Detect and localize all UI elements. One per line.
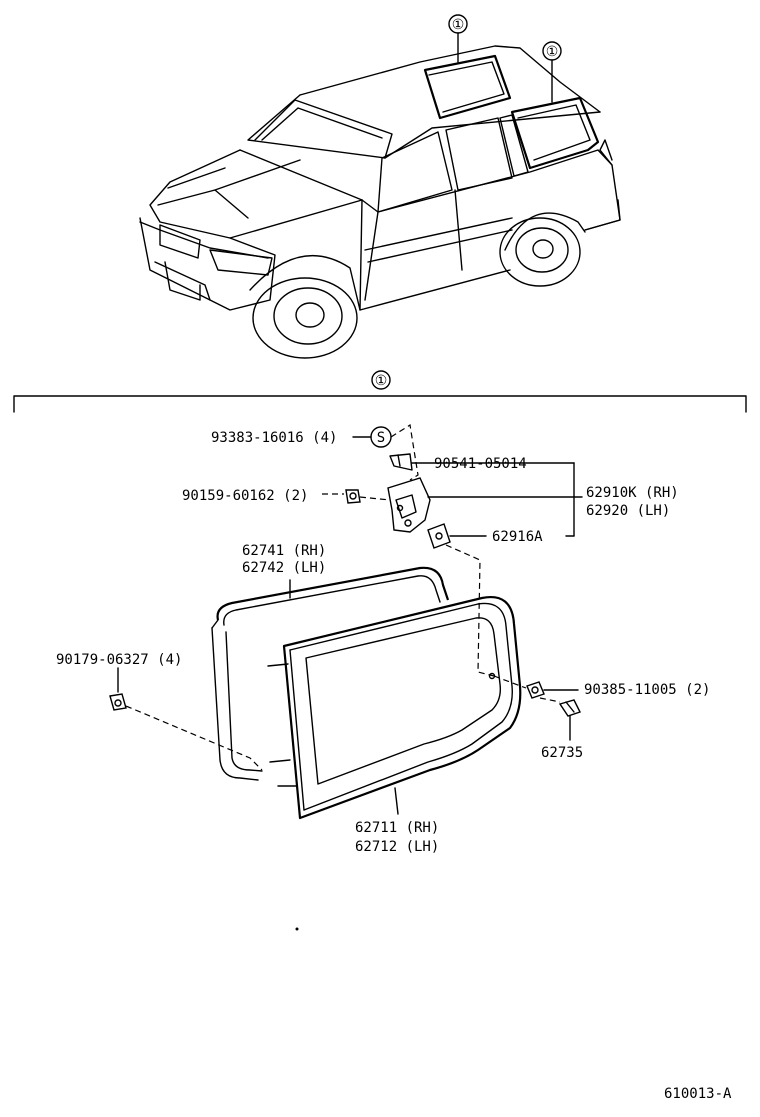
weatherstrip-62741 bbox=[211, 566, 450, 787]
section-divider: ① bbox=[13, 370, 747, 413]
label-62742: 62742 (LH) bbox=[242, 560, 326, 576]
stray-dot bbox=[295, 927, 299, 931]
callout-top-left: ① bbox=[452, 17, 465, 33]
callout-top-right: ① bbox=[546, 44, 559, 60]
label-62910k: 62910K (RH) bbox=[586, 485, 679, 501]
label-90385: 90385-11005 (2) bbox=[584, 682, 710, 698]
label-62741: 62741 (RH) bbox=[242, 543, 326, 559]
callout-section: ① bbox=[375, 373, 388, 389]
nut-90385 bbox=[493, 675, 579, 703]
label-93383: 93383-16016 (4) bbox=[211, 430, 337, 446]
bolt-90179 bbox=[109, 667, 263, 771]
label-62920: 62920 (LH) bbox=[586, 503, 670, 519]
hinge-assembly: S bbox=[322, 424, 583, 677]
s-mark: S bbox=[377, 430, 385, 446]
vehicle-illustration: ① ① bbox=[139, 14, 621, 359]
label-62712: 62712 (LH) bbox=[355, 839, 439, 855]
label-62735: 62735 bbox=[541, 745, 583, 761]
label-62916a: 62916A bbox=[492, 529, 543, 545]
label-90179: 90179-06327 (4) bbox=[56, 652, 182, 668]
label-90541: 90541-05014 bbox=[434, 456, 527, 472]
label-90159: 90159-60162 (2) bbox=[182, 488, 308, 504]
reference-code: 610013-A bbox=[664, 1086, 732, 1102]
clip-62735 bbox=[558, 699, 581, 741]
label-62711: 62711 (RH) bbox=[355, 820, 439, 836]
quarter-glass-62711 bbox=[282, 595, 522, 820]
